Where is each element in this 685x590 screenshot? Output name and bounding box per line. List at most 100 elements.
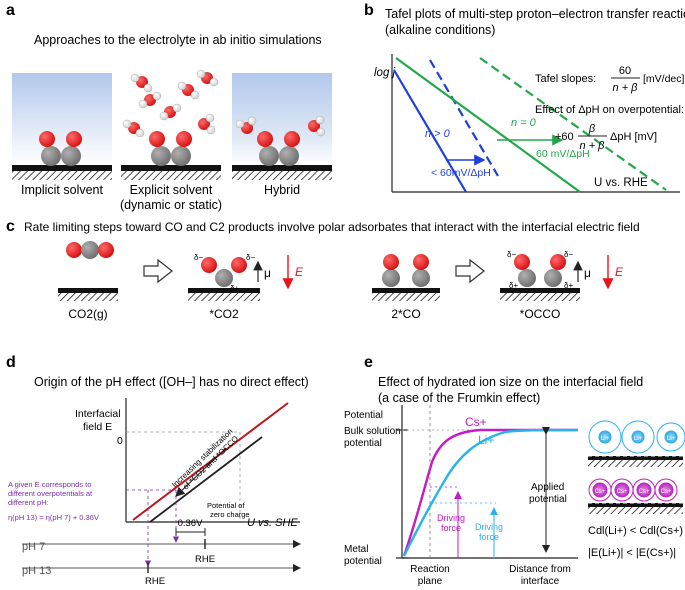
- label-ph7: pH 7: [22, 541, 45, 553]
- reaction-arrow-1: [143, 258, 173, 284]
- label-rhe-ph7: RHE: [195, 554, 215, 565]
- svg-text:Cs+: Cs+: [617, 489, 628, 495]
- svg-text:Cs+: Cs+: [595, 489, 606, 495]
- reaction-arrow-2: [455, 258, 485, 284]
- field-axis-label: Interfacial: [75, 408, 121, 420]
- label-ph13: pH 13: [22, 565, 51, 577]
- slab-hatch: [500, 293, 580, 301]
- carbon-atom: [382, 269, 400, 287]
- implicit-solvent-box: [12, 73, 112, 165]
- field-line-ph7: [132, 402, 289, 521]
- co2-gas-molecule: [66, 241, 114, 259]
- surface-atom: [61, 146, 81, 166]
- oxygen-atom: [39, 131, 55, 147]
- carbon-atom: [518, 269, 536, 287]
- panel-d: d Origin of the pH effect ([OH–] has no …: [6, 354, 309, 587]
- svg-text:n + β: n + β: [580, 140, 606, 152]
- slab-hatch: [232, 171, 332, 180]
- label-li-curve: Li+: [478, 433, 494, 447]
- ph-effect-equation: Effect of ΔpH on overpotential: +60 β n …: [535, 104, 684, 152]
- note-given-field: different overpotentials at: [8, 489, 93, 498]
- overpotential-equation: η(pH 13) = η(pH 7) + 0.36V: [8, 513, 99, 522]
- label-delta-minus: δ−: [564, 250, 573, 259]
- svg-text:60: 60: [619, 65, 631, 77]
- label-delta-minus: δ−: [194, 253, 203, 262]
- label-mu: μ: [584, 266, 591, 280]
- surface-atom: [41, 146, 61, 166]
- label-reaction-plane: plane: [418, 576, 443, 587]
- label-field-e: E: [295, 265, 304, 279]
- carbon-atom: [215, 269, 233, 287]
- svg-text:[mV/dec]: [mV/dec]: [643, 73, 685, 85]
- label-mu: μ: [264, 266, 271, 280]
- oxygen-atom: [66, 131, 82, 147]
- label-rhe-ph13: RHE: [145, 576, 165, 587]
- pzc-label: zero charge: [210, 510, 250, 519]
- svg-text:Effect of ΔpH on overpotential: Effect of ΔpH on overpotential:: [535, 104, 684, 116]
- capacitance-relation: Cdl(Li+) < Cdl(Cs+): [588, 525, 683, 537]
- label-field-e: E: [615, 265, 624, 279]
- panel-d-label: d: [6, 354, 16, 371]
- potential-axis-label: Potential: [344, 410, 383, 421]
- tafel-x-label: U vs. RHE: [594, 177, 648, 189]
- note-given-field: different pH:: [8, 498, 49, 507]
- panel-b-title: Tafel plots of multi-step proton–electro…: [385, 7, 685, 21]
- label-driving-force-li: Driving: [475, 522, 503, 532]
- svg-text:+60: +60: [555, 131, 574, 143]
- label-reaction-plane: Reaction: [410, 564, 449, 575]
- electrode-surface: [588, 503, 683, 507]
- potential-curve-cs: [402, 428, 578, 557]
- slab-hatch: [58, 293, 118, 301]
- tafel-line-green-dashed: [479, 57, 667, 191]
- caption-explicit: Explicit solvent: [130, 183, 213, 197]
- slab-hatch: [188, 293, 260, 301]
- hydrated-li-ions: Li+ Li+ Li+: [588, 420, 685, 454]
- slab-surface: [12, 165, 112, 171]
- bulk-potential-label: potential: [344, 438, 382, 449]
- carbon-atom: [544, 269, 562, 287]
- panel-c-title: Rate limiting steps toward CO and C2 pro…: [24, 220, 640, 234]
- oxygen-atom: [514, 254, 530, 270]
- label-delta-plus: δ+: [230, 284, 239, 293]
- label-driving-force-li: force: [479, 532, 499, 542]
- label-n-zero: n = 0: [511, 117, 537, 129]
- caption-implicit: Implicit solvent: [21, 183, 103, 197]
- slab-surface: [188, 288, 260, 293]
- carbon-atom: [412, 269, 430, 287]
- oxygen-atom: [550, 254, 566, 270]
- water-molecules: [122, 69, 219, 138]
- oxygen-atom: [176, 131, 192, 147]
- electrode-hatch: [588, 507, 683, 514]
- label-shift-small: < 60mV/ΔpH: [431, 167, 491, 179]
- slab-surface: [121, 165, 221, 171]
- oxygen-atom: [284, 131, 300, 147]
- field-axis-label: field E: [83, 421, 112, 433]
- oxygen-atom: [257, 131, 273, 147]
- label-shift-60: 60 mV/ΔpH: [536, 148, 590, 160]
- slab-hatch: [372, 293, 440, 301]
- tafel-slope-equation: Tafel slopes: 60 n + β [mV/dec]: [535, 65, 685, 94]
- hydrated-cs-ions: Cs+ Cs+ Cs+ Cs+: [588, 478, 678, 502]
- label-occo: *OCCO: [520, 307, 561, 321]
- svg-text:Li+: Li+: [634, 436, 643, 442]
- oxygen-atom: [231, 257, 247, 273]
- svg-text:Li+: Li+: [601, 436, 610, 442]
- note-given-field: A given E corresponds to: [8, 480, 91, 489]
- oxygen-atom: [149, 131, 165, 147]
- panel-c-label: c: [6, 218, 15, 235]
- panel-e-subtitle: (a case of the Frumkin effect): [378, 391, 540, 405]
- label-delta-plus: δ+: [564, 281, 573, 290]
- panel-a: a Approaches to the electrolyte in ab in…: [6, 2, 332, 212]
- label-distance: Distance from: [509, 564, 571, 575]
- label-distance: interface: [521, 576, 560, 587]
- field-line-ph13: [149, 436, 263, 523]
- electrode-hatch: [588, 460, 683, 467]
- label-co2-gas: CO2(g): [68, 307, 107, 321]
- panel-c: c Rate limiting steps toward CO and C2 p…: [6, 218, 640, 321]
- svg-text:Tafel slopes:: Tafel slopes:: [535, 73, 596, 85]
- oxygen-atom: [201, 257, 217, 273]
- pzc-label: Potential of: [207, 501, 245, 510]
- oxygen-atom: [413, 254, 429, 270]
- panel-e: e Effect of hydrated ion size on the int…: [344, 354, 685, 587]
